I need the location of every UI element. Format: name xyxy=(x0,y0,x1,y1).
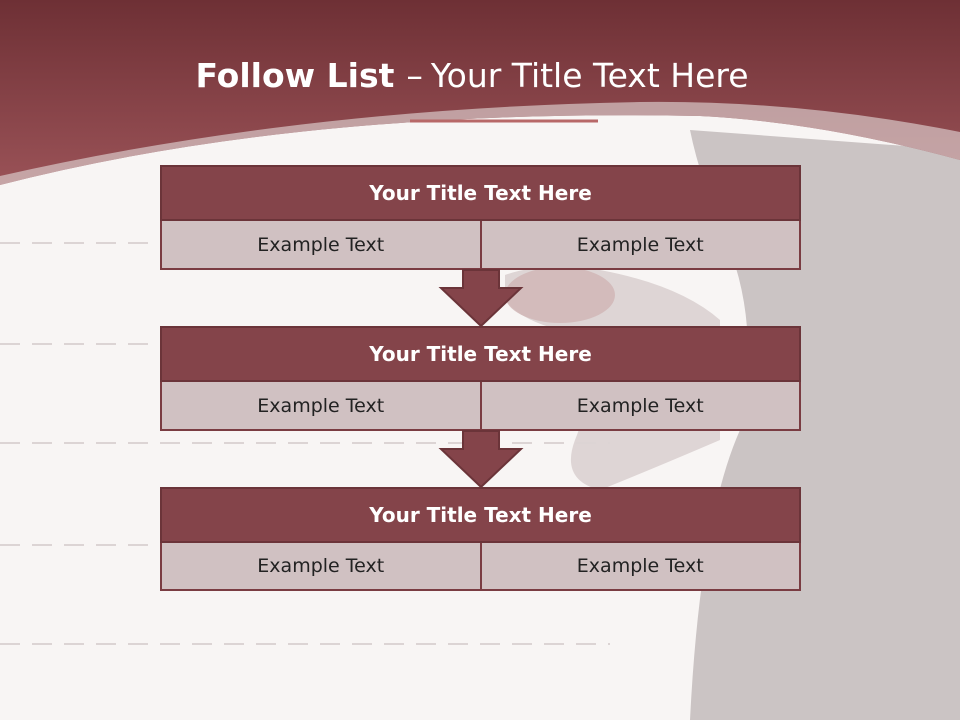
list-block-1: Your Title Text Here Example Text Exampl… xyxy=(160,165,801,270)
block-title: Your Title Text Here xyxy=(160,326,801,382)
block-cell-right: Example Text xyxy=(481,221,801,270)
block-cell-left: Example Text xyxy=(160,382,482,431)
block-cell-right: Example Text xyxy=(481,382,801,431)
block-title: Your Title Text Here xyxy=(160,487,801,543)
list-block-3: Your Title Text Here Example Text Exampl… xyxy=(160,487,801,591)
block-title: Your Title Text Here xyxy=(160,165,801,221)
title-bold: Follow List xyxy=(195,56,395,95)
down-arrow-icon xyxy=(438,430,524,489)
block-row: Example Text Example Text xyxy=(160,221,801,270)
dashed-lines xyxy=(0,242,610,645)
block-cell-left: Example Text xyxy=(160,221,482,270)
block-cell-right: Example Text xyxy=(481,543,801,591)
down-arrow-icon xyxy=(438,269,524,328)
block-cell-left: Example Text xyxy=(160,543,482,591)
title-dash: – xyxy=(406,56,423,95)
block-row: Example Text Example Text xyxy=(160,543,801,591)
banner-swoosh xyxy=(0,101,960,185)
block-row: Example Text Example Text xyxy=(160,382,801,431)
title-rest: Your Title Text Here xyxy=(430,56,749,95)
slide-title: Follow List–Your Title Text Here xyxy=(0,54,944,98)
photo-fist xyxy=(505,267,615,323)
list-block-2: Your Title Text Here Example Text Exampl… xyxy=(160,326,801,431)
